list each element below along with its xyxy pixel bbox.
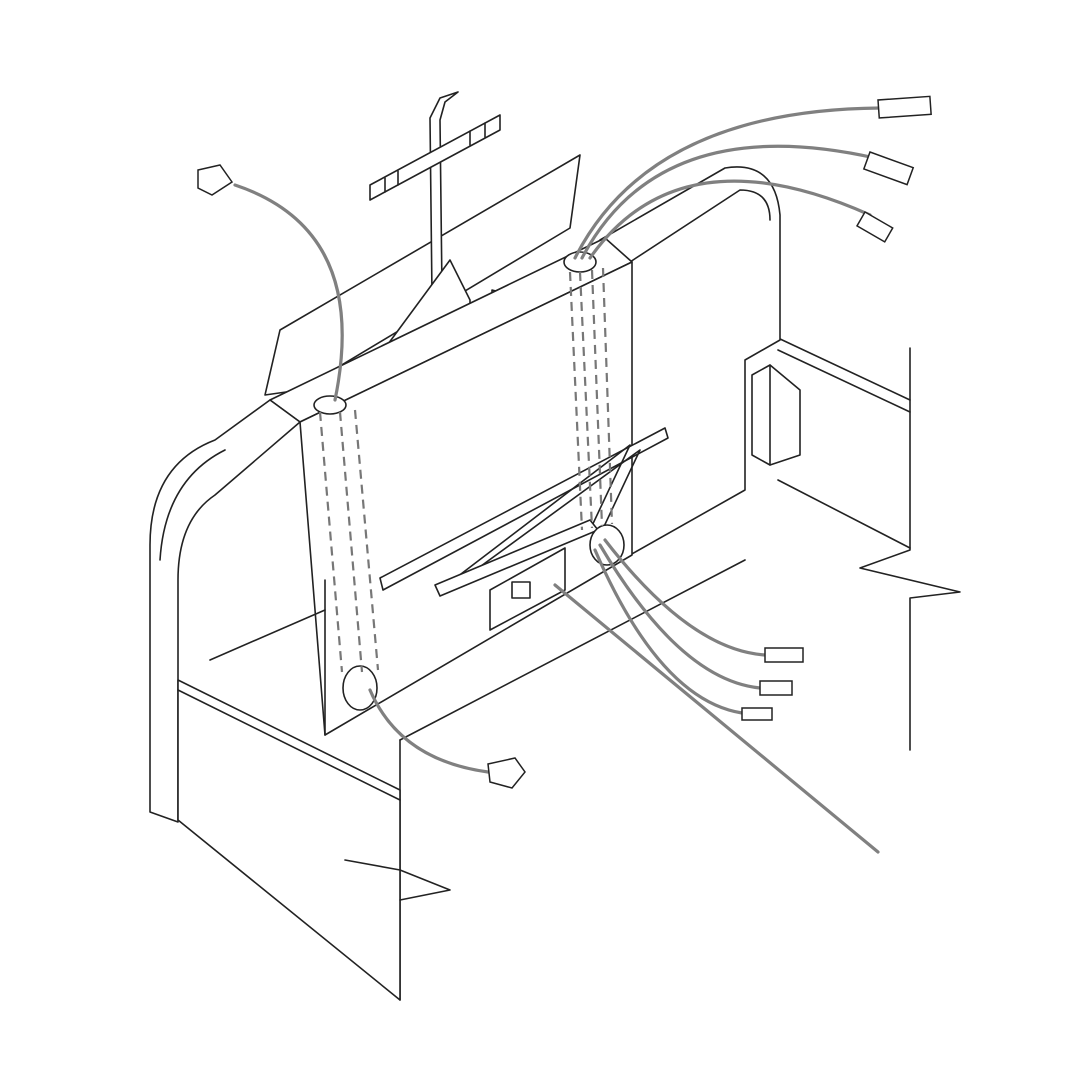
hidden-cable-paths [318,267,614,673]
grommet-bottom-left [342,665,378,711]
power-cable-bottom [368,688,490,774]
hdmi-cable-1 [573,106,882,260]
power-socket-plate [489,547,566,631]
uk-plug-icon [487,757,526,789]
coax-cable [588,179,872,260]
connectors [197,95,932,789]
hdmi-plug-icon [759,680,793,696]
tv-bracket [369,91,531,371]
c13-connector-icon [197,164,234,196]
cables [233,106,882,854]
scissor-lift-arm [379,427,669,597]
cabinet-back-panel [599,166,781,556]
mains-supply-cable [553,583,880,854]
hdmi-plug-icon [764,647,804,663]
cabinet-side-panel [149,399,451,1001]
hdmi-plug-icon [877,95,932,119]
coax-plug-icon [855,210,894,243]
power-cable-top [233,183,344,402]
hdmi-cable-3 [603,538,767,657]
grommet-top-left [313,395,347,415]
hdmi-plug-icon [862,151,915,186]
coax-cable-bottom [593,548,744,715]
coax-plug-icon [741,707,773,721]
hdmi-cable-4 [598,543,762,690]
wall-bracket [751,364,801,466]
cabinet-front-panel [299,261,633,736]
hdmi-cable-2 [580,144,877,260]
